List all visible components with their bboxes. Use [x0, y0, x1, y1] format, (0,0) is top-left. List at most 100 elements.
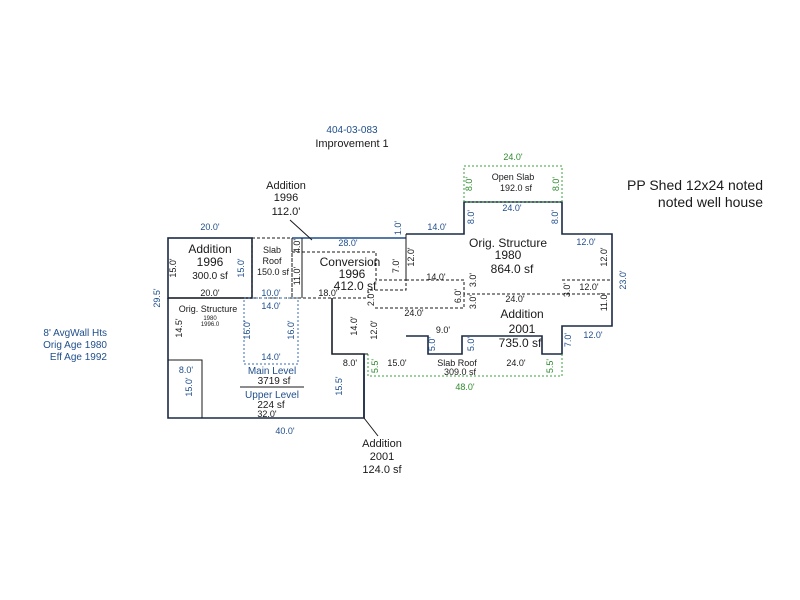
dim-29-5: 29.5'	[152, 288, 162, 308]
open-slab-title: Open Slab	[492, 172, 535, 182]
dim-14c: 14.0'	[261, 301, 281, 311]
dim-5a: 5.0'	[427, 337, 437, 352]
dim-8c: 8.0'	[464, 177, 474, 192]
dim-3a: 3.0'	[468, 273, 478, 288]
dim-11b: 11.0'	[599, 292, 609, 311]
add-left-year: 1996	[197, 255, 224, 269]
dim-12b: 12.0'	[576, 237, 596, 247]
dim-12a: 12.0'	[406, 247, 416, 267]
add-left-area: 300.0 sf	[192, 271, 228, 282]
orig-small-title: Orig. Structure	[179, 304, 238, 314]
callout-add2001-area: 124.0 sf	[362, 464, 402, 476]
dim-8e: 8.0'	[179, 365, 194, 375]
dim-14-5: 14.5'	[174, 318, 184, 338]
dim-16a: 16.0'	[242, 320, 252, 340]
orig-structure-year: 1980	[495, 248, 522, 262]
dim-8b: 8.0'	[550, 210, 560, 225]
add-left-title: Addition	[188, 242, 231, 256]
orig-structure-1980-outline	[406, 201, 613, 355]
shed-note-line1: PP Shed 12x24 noted	[627, 177, 763, 193]
dim-8f: 8.0'	[343, 358, 358, 368]
orig-structure-area: 864.0 sf	[491, 262, 534, 276]
slab-area: 150.0 sf	[257, 267, 290, 277]
dim-40: 40.0'	[275, 426, 295, 436]
dim-3c: 3.0'	[562, 283, 572, 298]
slab-roof-bottom-area: 309.0 sf	[444, 367, 477, 377]
slab-roof-bottom-title: Slab Roof	[437, 358, 477, 368]
dim-18: 18.0'	[318, 288, 338, 298]
callout-add2001-year: 2001	[370, 451, 394, 463]
callout-add1996-title: Addition	[266, 180, 306, 192]
shed-note-line2: noted well house	[658, 194, 763, 210]
conversion-title: Conversion	[320, 255, 381, 269]
dim-15d: 15.0'	[184, 377, 194, 397]
callout-add2001-title: Addition	[362, 438, 402, 450]
dim-20b: 20.0'	[200, 288, 220, 298]
dim-8a: 8.0'	[466, 210, 476, 225]
callout-add1996-dim: 112.0'	[272, 206, 301, 218]
dim-24top: 24.0'	[502, 203, 522, 213]
dim-9: 9.0'	[436, 325, 451, 335]
wall-heights-note: 8' AvgWall Hts	[43, 328, 107, 339]
dim-20a: 20.0'	[200, 222, 220, 232]
dim-16b: 16.0'	[286, 320, 296, 340]
slab-label1: Slab	[263, 245, 281, 255]
dim-24b: 24.0'	[404, 308, 424, 318]
lower-left-step	[168, 359, 203, 418]
main-level-area: 3719 sf	[258, 376, 291, 387]
dim-11a: 11.0'	[292, 266, 302, 285]
open-slab-outline	[463, 165, 563, 203]
eff-age-note: Eff Age 1992	[50, 352, 108, 363]
dim-32: 32.0'	[257, 409, 277, 419]
dim-15a: 15.0'	[168, 258, 178, 278]
dim-15b: 15.0'	[236, 258, 246, 278]
add-right-title: Addition	[500, 307, 543, 321]
open-slab-area: 192.0 sf	[500, 183, 533, 193]
add-right-year: 2001	[509, 322, 536, 336]
improvement-label: Improvement 1	[315, 138, 388, 150]
dim-6: 6.0'	[453, 289, 463, 304]
lower-right-step	[331, 298, 368, 355]
dim-5b: 5.0'	[466, 337, 476, 352]
dim-24a: 24.0'	[505, 294, 525, 304]
add2001-leader	[363, 417, 379, 437]
orig-structure-title: Orig. Structure	[469, 236, 547, 250]
add-right-area: 735.0 sf	[499, 336, 542, 350]
dim-15c: 15.0'	[387, 358, 407, 368]
dim-10: 10.0'	[261, 288, 281, 298]
orig-age-note: Orig Age 1980	[43, 340, 107, 351]
orig-structure-inner-lines	[374, 279, 612, 309]
add1996-leader	[289, 219, 313, 241]
dim-7a: 7.0'	[391, 259, 401, 274]
conversion-year: 1996	[339, 267, 366, 281]
dim-28: 28.0'	[338, 238, 358, 248]
main-level-label: Main Level	[248, 366, 296, 377]
dim-14b: 14.0'	[426, 272, 446, 282]
dim-7b: 7.0'	[563, 333, 573, 348]
conversion-outline	[291, 251, 407, 299]
dim-24green: 24.0'	[503, 152, 523, 162]
dim-14e: 14.0'	[349, 316, 359, 336]
dim-4: 4.0'	[292, 239, 302, 254]
dim-5-5b: 5.5'	[545, 359, 555, 374]
dim-12c: 12.0'	[599, 247, 609, 267]
dim-12d: 12.0'	[579, 282, 599, 292]
dim-2: 2.0'	[366, 292, 376, 307]
orig-small-year2: 1996.0	[201, 322, 220, 328]
dim-1: 1.0'	[393, 221, 403, 236]
dim-14a: 14.0'	[427, 222, 447, 232]
upper-level-label: Upper Level	[245, 390, 299, 401]
orig-small-year1: 1980	[203, 316, 217, 322]
conversion-area: 412.0 sf	[334, 279, 377, 293]
dim-3b: 3.0'	[468, 295, 478, 310]
parcel-id: 404-03-083	[326, 125, 378, 136]
upper-level-area: 224 sf	[257, 400, 284, 411]
dim-5-5a: 5.5'	[370, 359, 380, 374]
dim-8d: 8.0'	[551, 177, 561, 192]
dim-15-5: 15.5'	[334, 376, 344, 396]
slab-label2: Roof	[262, 256, 282, 266]
conversion-wall-4ft	[291, 238, 303, 298]
dim-12f: 12.0'	[583, 330, 603, 340]
dim-24c: 24.0'	[506, 358, 526, 368]
